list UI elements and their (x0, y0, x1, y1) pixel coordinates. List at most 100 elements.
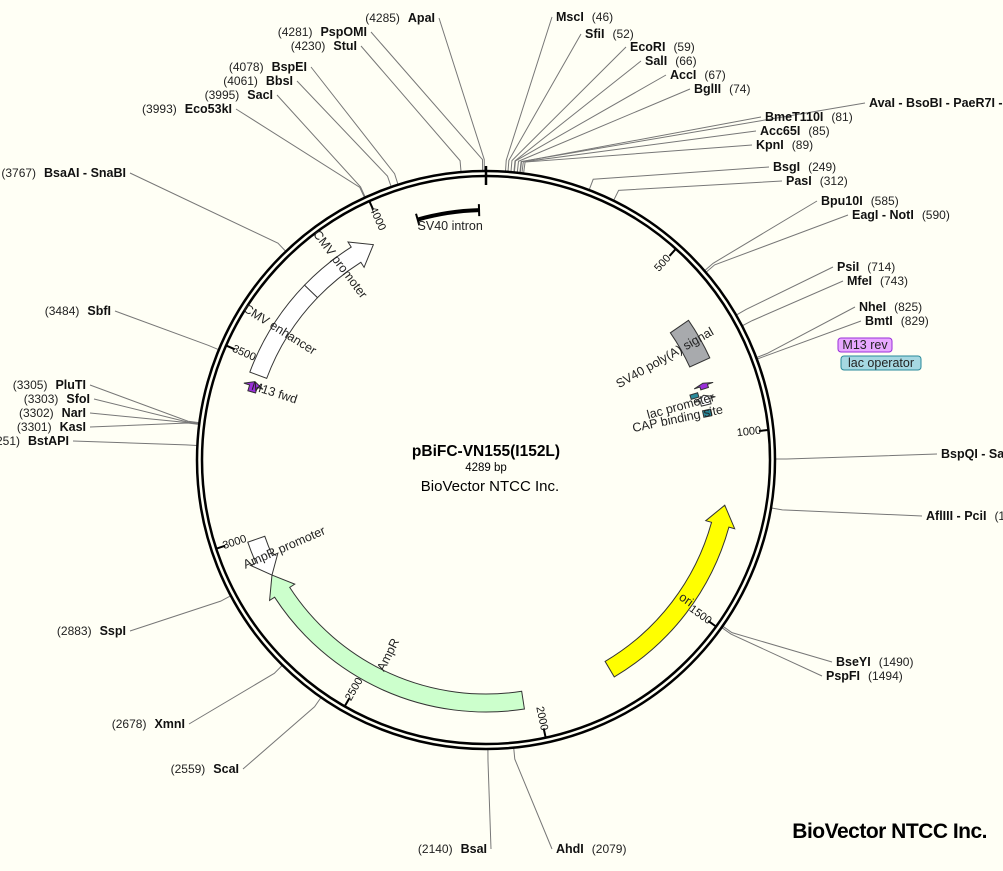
site-name-eco53ki: Eco53kI (185, 102, 232, 116)
site-leader-kpni (524, 145, 752, 173)
site-leader-bsgi (589, 167, 769, 190)
site-pos-kpni: (89) (792, 138, 813, 152)
tick-label-3500: 3500 (230, 343, 257, 364)
site-pos-bstapi: (3251) (0, 434, 20, 448)
site-name-ecori: EcoRI (630, 40, 665, 54)
site-ecori: EcoRI (59) (630, 40, 695, 54)
site-pos-kasi: (3301) (17, 420, 52, 434)
site-pspomi: PspOMI(4281) (278, 25, 367, 39)
site-pos-scai: (2559) (171, 762, 206, 776)
plasmid-length: 4289 bp (465, 462, 507, 474)
site-pluti: PluTI(3305) (13, 378, 86, 392)
site-leader-bspqi-sapi (775, 454, 937, 459)
site-name-acc65i: Acc65I (760, 124, 800, 138)
site-avai-bsobi-paer7i-xhoi: AvaI - BsoBI - PaeR7I - XhoI(80) (869, 96, 1003, 110)
site-pos-acc65i: (85) (808, 124, 829, 138)
site-name-bsgi: BsgI (773, 160, 800, 174)
site-apai: ApaI(4285) (365, 11, 435, 25)
site-bsaai-snabi: BsaAI - SnaBI (3767) (1, 166, 126, 180)
tick-label-4000: 4000 (367, 205, 388, 232)
site-name-acci: AccI (670, 68, 696, 82)
site-ahdi: AhdI(2079) (556, 842, 626, 856)
site-pos-pspfi: (1494) (868, 669, 903, 683)
site-name-saci: SacI (247, 88, 273, 102)
feature-ori (605, 505, 735, 677)
site-scai: ScaI (2559) (171, 762, 239, 776)
tick-mark-500 (670, 249, 676, 256)
site-bspei: BspEI (4078) (229, 60, 307, 74)
site-pos-bsaai-snabi: (3767) (1, 166, 36, 180)
backbone-inner-circle (202, 176, 770, 744)
badge-lac-operator: lac operator (841, 356, 921, 370)
site-leader-pspfi (722, 628, 822, 676)
site-name-bspqi-sapi: BspQI - SapI (941, 447, 1003, 461)
site-xmni: XmnI(2678) (112, 717, 185, 731)
site-leader-eco53ki (236, 109, 364, 197)
site-pos-bbsi: (4061) (223, 74, 258, 88)
site-leader-eagi-noti (706, 215, 848, 272)
feature-label-m13-fwd: M13 fwd (250, 379, 299, 407)
site-name-bmet110i: BmeT110I (765, 110, 823, 124)
site-acc65i: Acc65I (85) (760, 124, 830, 138)
site-name-afliii-pcii: AflIII - PciI (926, 509, 986, 523)
site-name-kasi: KasI (60, 420, 86, 434)
site-leader-bbsi (297, 81, 391, 186)
site-pos-xmni: (2678) (112, 717, 147, 731)
site-name-sbfi: SbfI (87, 304, 111, 318)
site-eagi-noti: EagI - NotI(590) (852, 208, 950, 222)
site-name-nhei: NheI (859, 300, 886, 314)
feature-label-ampr: AmpR (374, 636, 402, 673)
site-pos-bmti: (829) (901, 314, 929, 328)
site-bpu10i: Bpu10I (585) (821, 194, 899, 208)
site-leader-psii (737, 267, 833, 315)
site-pos-sfoi: (3303) (24, 392, 59, 406)
site-afliii-pcii: AflIII - PciI(1186) (926, 509, 1003, 523)
site-name-bsai: BsaI (461, 842, 487, 856)
site-name-sfoi: SfoI (66, 392, 90, 406)
site-acci: AccI(67) (670, 68, 726, 82)
site-pos-bseyi: (1490) (879, 655, 914, 669)
site-sali: SalI (66) (645, 54, 697, 68)
site-name-scai: ScaI (213, 762, 239, 776)
feature-label-sv40-intron: SV40 intron (418, 219, 483, 233)
tick-label-3000: 3000 (221, 533, 248, 552)
site-name-bstapi: BstAPI (28, 434, 69, 448)
site-leader-bspei (311, 67, 398, 184)
site-name-bseyi: BseYI (836, 655, 871, 669)
site-saci: SacI (3995) (205, 88, 273, 102)
site-name-bmti: BmtI (865, 314, 893, 328)
site-leader-nari (90, 413, 199, 424)
site-leader-ahdi (514, 748, 552, 849)
restriction-sites: MscI(46)SfiI(52)EcoRI(59)SalI(66)AccI(67… (0, 10, 1003, 856)
badge-text-lac-operator: lac operator (848, 356, 914, 370)
site-name-stui: StuI (333, 39, 357, 53)
site-mfei: MfeI(743) (847, 274, 908, 288)
site-name-sali: SalI (645, 54, 667, 68)
site-name-bspei: BspEI (272, 60, 307, 74)
badge-text-m13-rev: M13 rev (842, 338, 888, 352)
site-leader-bsai (488, 749, 491, 849)
site-sbfi: SbfI(3484) (45, 304, 111, 318)
plasmid-name: pBiFC-VN155(I152L) (412, 443, 560, 460)
site-pos-sali: (66) (675, 54, 696, 68)
feature-m13-rev (694, 382, 713, 389)
site-msci: MscI(46) (556, 10, 613, 24)
brand-watermark: BioVector NTCC Inc. (792, 820, 987, 844)
site-name-bpu10i: Bpu10I (821, 194, 863, 208)
site-leader-scai (243, 698, 321, 769)
site-pos-ecori: (59) (673, 40, 694, 54)
site-pos-eagi-noti: (590) (922, 208, 950, 222)
site-pos-bpu10i: (585) (871, 194, 899, 208)
site-leader-apai (439, 18, 484, 171)
site-psii: PsiI(714) (837, 260, 895, 274)
site-pos-saci: (3995) (205, 88, 240, 102)
site-name-bsaai-snabi: BsaAI - SnaBI (44, 166, 126, 180)
site-name-sfii: SfiI (585, 27, 604, 41)
site-name-avai-bsobi-paer7i-xhoi: AvaI - BsoBI - PaeR7I - XhoI (869, 96, 1003, 110)
site-pos-bspei: (4078) (229, 60, 264, 74)
site-bspqi-sapi: BspQI - SapI(1070) (941, 447, 1003, 461)
site-eco53ki: Eco53kI(3993) (142, 102, 232, 116)
site-pos-msci: (46) (592, 10, 613, 24)
